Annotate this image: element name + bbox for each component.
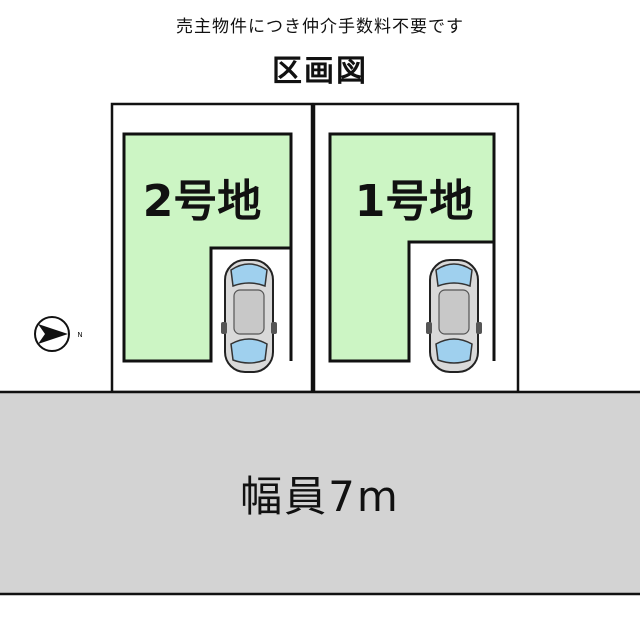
page-title: 区画図 [272,54,368,89]
lot-label-2: 2号地 [143,176,262,227]
road [0,390,640,596]
north-arrow-icon: N [34,316,83,352]
lot-label-1: 1号地 [355,176,474,227]
car-icon [221,259,277,373]
lot-area-1 [328,132,496,363]
lot-area-2 [122,132,293,363]
road-width-label: 幅員7m [240,472,400,521]
north-letter: N [77,331,82,339]
subtitle-notice: 売主物件につき仲介手数料不要です [176,17,464,37]
car-icon [426,259,482,373]
